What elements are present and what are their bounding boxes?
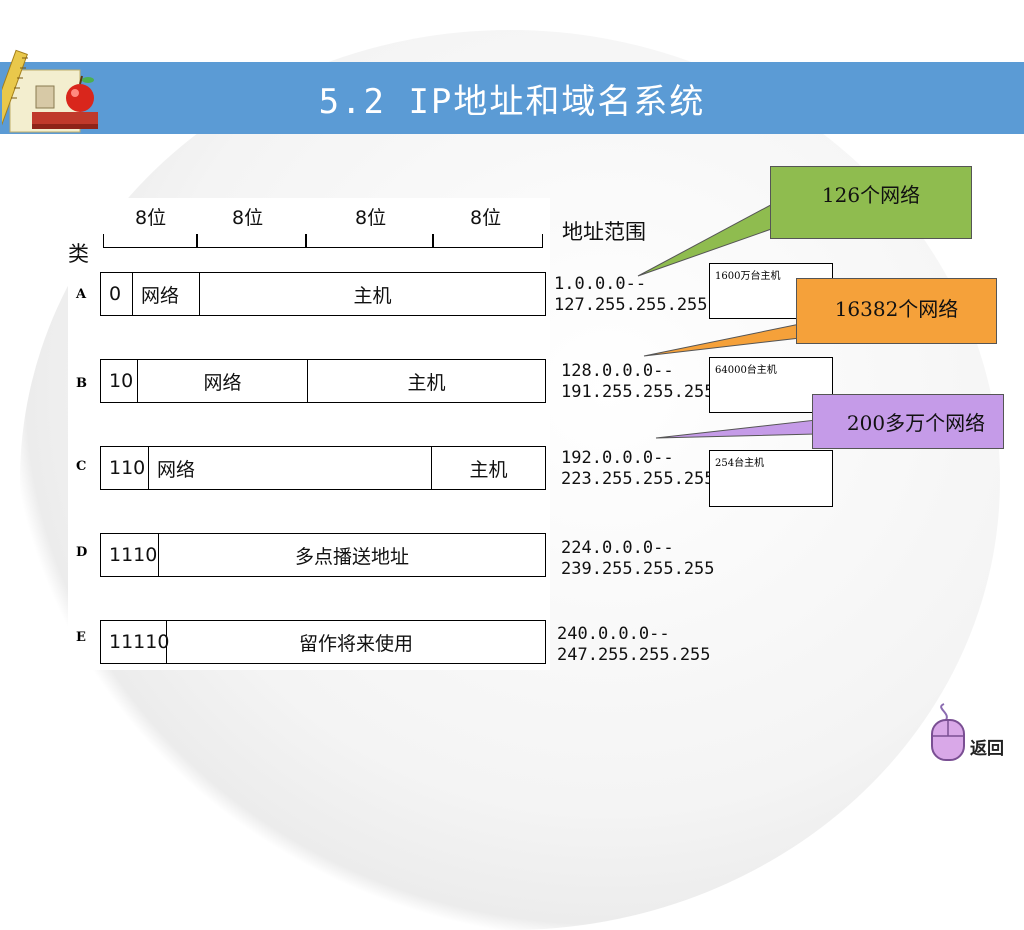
class-e-row: 11110 留作将来使用: [100, 620, 546, 664]
bit-label: 8位: [232, 207, 264, 229]
range-end: 239.255.255.255: [561, 559, 715, 579]
back-label: 返回: [970, 739, 1004, 759]
reserved-cell: 留作将来使用: [298, 632, 413, 655]
network-cell: 网络: [133, 273, 200, 315]
bit-label: 8位: [355, 207, 387, 229]
class-c-row: 110 网络 主机: [100, 446, 546, 490]
network-cell: 网络: [149, 447, 432, 489]
callout-pointer: [637, 199, 781, 277]
back-button[interactable]: 返回: [930, 700, 1020, 762]
host-cell: 主机: [407, 371, 446, 394]
range-header: 地址范围: [562, 220, 646, 244]
ip-class-diagram: [68, 198, 550, 670]
callout-pointers: [637, 199, 817, 439]
prefix-cell: 110: [101, 447, 149, 489]
prefix-cell: 0: [101, 273, 133, 315]
host-cell: 主机: [469, 458, 508, 481]
address-range: 192.0.0.0-- 223.255.255.255: [561, 448, 715, 490]
class-a-row: 0 网络 主机: [100, 272, 546, 316]
range-start: 1.0.0.0--: [554, 274, 647, 294]
class-label: A: [76, 287, 87, 302]
title-bar: 5.2 IP地址和域名系统: [0, 62, 1024, 134]
range-start: 224.0.0.0--: [561, 538, 674, 558]
page-title: 5.2 IP地址和域名系统: [318, 82, 706, 122]
address-range: 240.0.0.0-- 247.255.255.255: [557, 624, 711, 666]
bit-ruler-tick: [432, 234, 434, 248]
class-d-row: 1110 多点播送地址: [100, 533, 546, 577]
range-end: 223.255.255.255: [561, 469, 715, 489]
address-range: 1.0.0.0-- 127.255.255.255: [554, 274, 708, 316]
range-end: 127.255.255.255: [554, 295, 708, 315]
host-count-box: 254台主机: [709, 450, 833, 507]
callout-class-b: 16382个网络: [796, 278, 997, 344]
callout-pointer: [643, 323, 801, 357]
class-label: B: [76, 376, 87, 391]
prefix-cell: 1110: [101, 534, 159, 576]
network-cell: 网络: [138, 360, 308, 402]
prefix-cell: 11110: [101, 621, 169, 663]
class-label: D: [76, 545, 88, 560]
callout-text: 200多万个网络: [846, 411, 986, 435]
range-start: 128.0.0.0--: [561, 361, 674, 381]
callout-class-c: 200多万个网络: [812, 394, 1004, 449]
class-label: C: [76, 459, 87, 474]
host-cell: 主机: [353, 284, 392, 307]
bit-ruler-tick: [196, 234, 198, 248]
range-start: 192.0.0.0--: [561, 448, 674, 468]
address-range: 224.0.0.0-- 239.255.255.255: [561, 538, 715, 580]
bit-label: 8位: [470, 207, 502, 229]
range-start: 240.0.0.0--: [557, 624, 670, 644]
callout-text: 16382个网络: [834, 296, 959, 321]
multicast-cell: 多点播送地址: [294, 545, 409, 568]
callout-class-a: 126个网络: [770, 166, 972, 239]
class-b-row: 10 网络 主机: [100, 359, 546, 403]
class-header: 类: [68, 242, 89, 266]
class-label: E: [76, 630, 86, 645]
bit-ruler-tick: [305, 234, 307, 248]
bit-label: 8位: [135, 207, 167, 229]
bit-ruler: [103, 234, 543, 248]
callout-pointer: [655, 419, 817, 439]
range-end: 191.255.255.255: [561, 382, 715, 402]
logo-icon: [2, 49, 98, 135]
address-range: 128.0.0.0-- 191.255.255.255: [561, 361, 715, 403]
prefix-cell: 10: [101, 360, 138, 402]
mouse-icon: [931, 703, 965, 761]
callout-text: 126个网络: [821, 183, 921, 207]
range-end: 247.255.255.255: [557, 645, 711, 665]
